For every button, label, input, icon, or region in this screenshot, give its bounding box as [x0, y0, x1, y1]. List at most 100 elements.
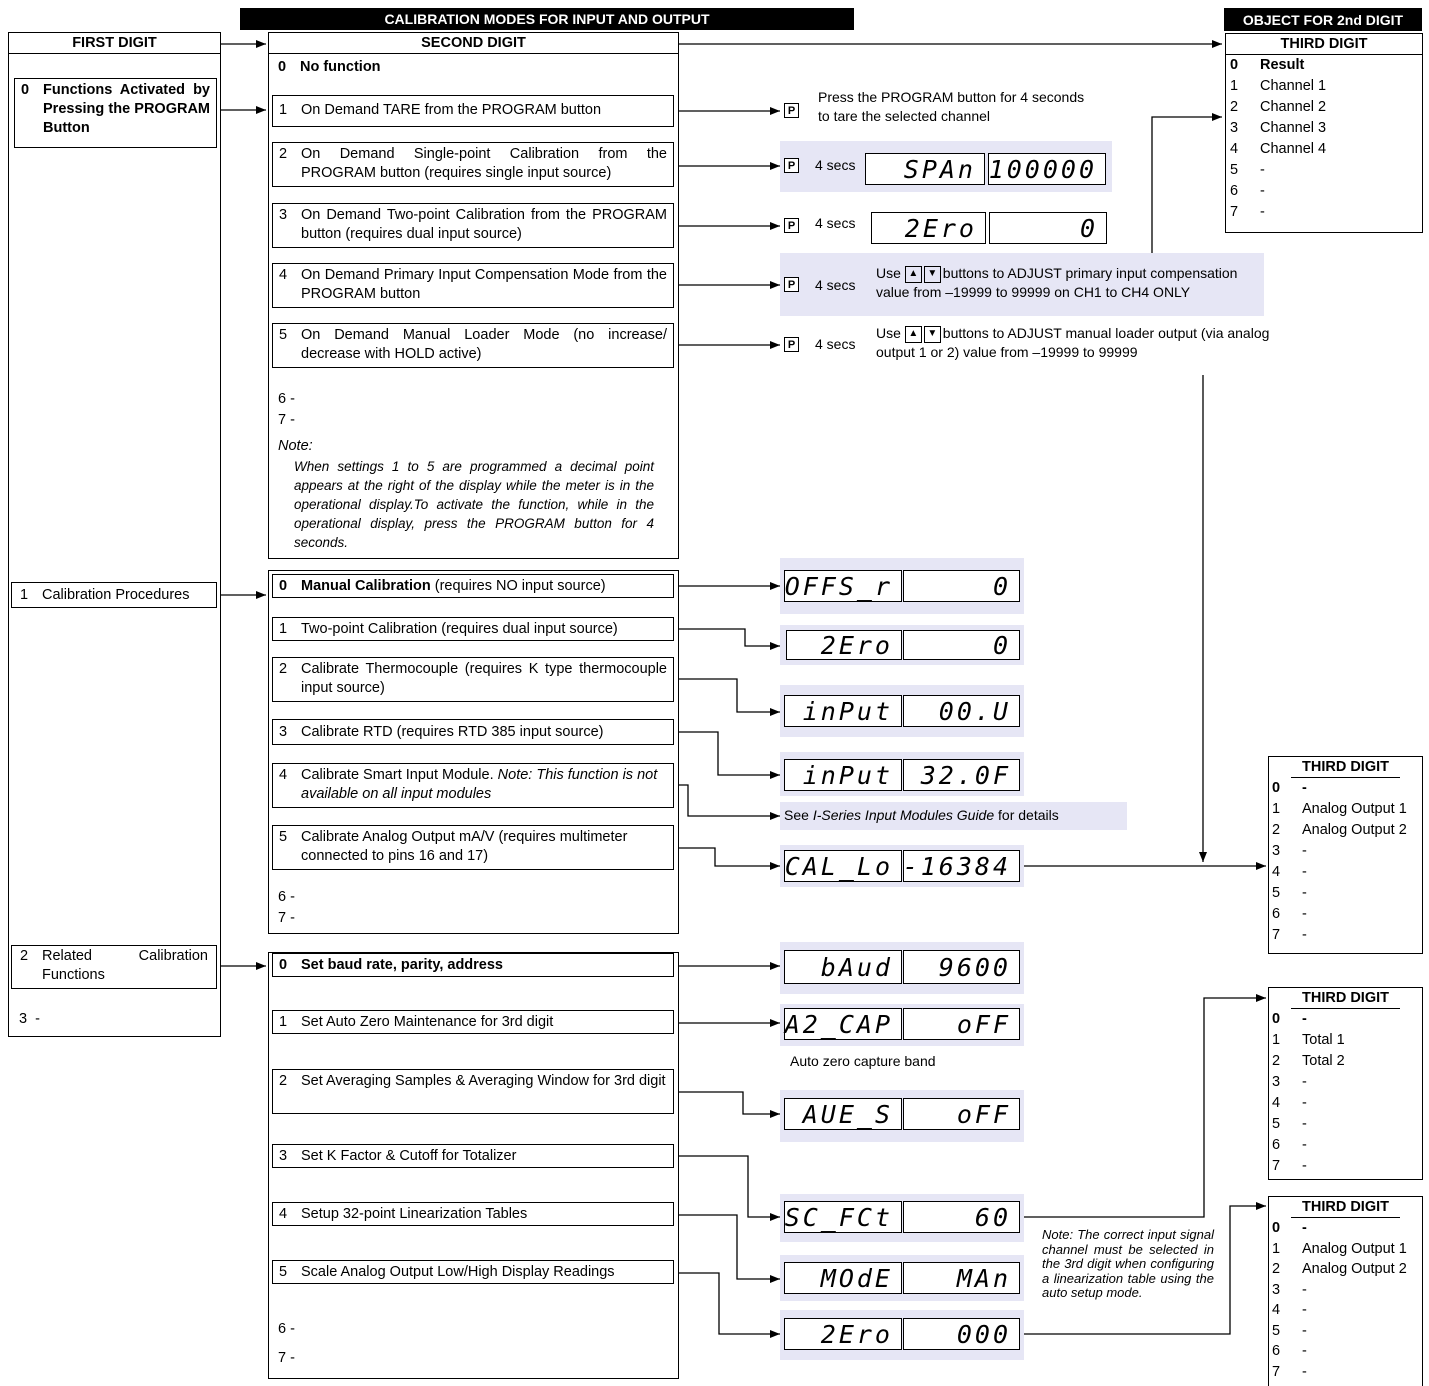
third-digit-option[interactable]: 0- [1272, 778, 1422, 799]
option-number: 0 [1272, 780, 1281, 796]
option-label: - [1302, 1281, 1307, 1298]
group2-item-6: 6 - [278, 1321, 295, 1337]
secs-label: 4 secs [815, 157, 856, 173]
lcd-baud-right: 9600 [903, 950, 1020, 984]
third-digit-option[interactable]: 0- [1272, 1009, 1422, 1030]
program-button-icon: P [784, 103, 799, 118]
third-digit-option[interactable]: 3- [1272, 1072, 1422, 1093]
option-label: Analog Output 2 [1302, 1261, 1407, 1277]
item-label: Setup 32-point Linearization Tables [301, 1206, 528, 1222]
group2-item-7: 7 - [278, 1350, 295, 1366]
item-label: On Demand Manual Loader Mode (no increas… [301, 327, 667, 362]
option-label: - [1302, 864, 1307, 880]
loader-text: buttons to ADJUST manual loader output (… [876, 325, 1270, 360]
option-label: - [1302, 843, 1307, 859]
lcd-scfct-right: 60 [903, 1201, 1020, 1233]
third-digit-option[interactable]: 5- [1272, 1321, 1422, 1342]
item-label: Set baud rate, parity, address [301, 957, 503, 973]
third-digit-option[interactable]: 4- [1272, 1093, 1422, 1114]
lcd-offs-left: OFFS_r [784, 570, 902, 602]
third-digit-option[interactable]: 7- [1272, 1156, 1422, 1177]
third-digit-header: THIRD DIGIT [1226, 34, 1422, 55]
item-number: 0 [279, 578, 288, 594]
option-number: 4 [1272, 864, 1281, 880]
third-digit-option[interactable]: 7- [1272, 925, 1422, 946]
item-number: 5 [279, 829, 288, 845]
lcd-scfct-left: SC_FCt [784, 1201, 902, 1233]
third-digit-option[interactable]: 3- [1272, 1280, 1422, 1301]
option-label: - [1302, 1158, 1307, 1174]
option-label: - [1302, 1074, 1307, 1090]
option-label: Channel 3 [1260, 120, 1327, 136]
lcd-zero-tp-left: 2Ero [786, 630, 902, 660]
use-label: Use [876, 265, 901, 281]
third-digit-option[interactable]: 6- [1272, 904, 1422, 925]
item-label: - [35, 1011, 40, 1027]
third-digit-option[interactable]: 3- [1272, 841, 1422, 862]
third-digit-option[interactable]: 4- [1272, 862, 1422, 883]
third-digit-option[interactable]: 7- [1230, 202, 1422, 223]
third-digit-option[interactable]: 5- [1272, 1114, 1422, 1135]
third-digit-option[interactable]: 4- [1272, 1300, 1422, 1321]
option-number: 3 [1272, 843, 1281, 859]
third-digit-option[interactable]: 6- [1230, 181, 1422, 202]
item-label: Two-point Calibration (requires dual inp… [301, 621, 618, 637]
item-label: (requires NO input source) [430, 578, 606, 594]
program-button-icon: P [784, 158, 799, 173]
option-number: 1 [1230, 78, 1239, 94]
item-number: 2 [20, 948, 29, 964]
third-digit-option[interactable]: 5- [1272, 883, 1422, 904]
group0-item-6: 6 - [278, 391, 295, 407]
option-label: Analog Output 1 [1302, 1240, 1407, 1257]
third-digit-option[interactable]: 6- [1272, 1341, 1422, 1362]
third-digit-option[interactable]: 5- [1230, 160, 1422, 181]
lcd-input-rtd-right: 32.0F [903, 759, 1020, 791]
option-label: - [1302, 1220, 1307, 1236]
item-label: Set Averaging Samples & Averaging Window… [301, 1073, 666, 1089]
use-label: Use [876, 325, 901, 341]
item-label: On Demand Two-point Calibration from the… [301, 207, 667, 242]
third-digit-header: THIRD DIGIT [1291, 988, 1400, 1009]
up-arrow-icon: ▲ [904, 325, 922, 343]
input-modules-note: See I-Series Input Modules Guide for det… [780, 802, 1127, 830]
third-digit-option[interactable]: 0- [1272, 1218, 1422, 1239]
item-label: Calibration Procedures [42, 587, 190, 603]
lcd-cal-lo-left: CAL_Lo [784, 850, 902, 882]
option-label: Analog Output 2 [1302, 822, 1407, 838]
third-digit-option[interactable]: 7- [1272, 1362, 1422, 1383]
third-digit-option[interactable]: 6- [1272, 1135, 1422, 1156]
